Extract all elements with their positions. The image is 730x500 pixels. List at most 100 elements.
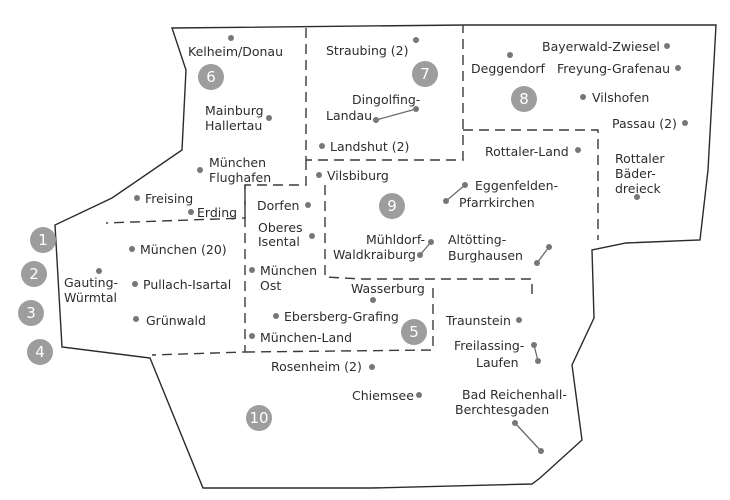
place-muenchen-20: München (20) [129,242,227,257]
place-straubing: Straubing (2) [326,37,419,58]
svg-text:Burghausen: Burghausen [448,248,523,263]
map-outline [54,24,717,489]
place-oberes-isental: Oberes Isental [258,220,315,249]
svg-text:Chiemsee: Chiemsee [352,388,414,403]
place-altoetting-burghausen: Altötting- Burghausen [448,232,552,266]
place-vilsbiburg: Vilsbiburg [316,168,389,183]
place-rottaler-land: Rottaler-Land [485,144,581,159]
svg-text:Grünwald: Grünwald [146,313,206,328]
svg-text:Freising: Freising [145,191,193,206]
svg-text:9: 9 [387,197,397,215]
svg-text:Bad Reichenhall-: Bad Reichenhall- [462,387,567,402]
svg-text:dreieck: dreieck [615,181,662,196]
svg-text:Landshut (2): Landshut (2) [330,139,409,154]
svg-text:München: München [209,155,266,170]
svg-text:München (20): München (20) [140,242,227,257]
svg-text:4: 4 [35,343,45,361]
place-gauting-wuermtal: Gauting- Würmtal [64,268,118,305]
place-bad-reichenhall-berchtesgaden: Bad Reichenhall- Berchtesgaden [455,387,567,454]
svg-text:Landau: Landau [326,108,372,123]
svg-text:Rosenheim (2): Rosenheim (2) [271,359,362,374]
place-passau: Passau (2) [612,116,688,131]
region-number-6: 6 [198,64,224,90]
place-mainburg: Mainburg Hallertau [205,103,272,133]
svg-text:Dorfen: Dorfen [257,198,299,213]
side-number-4: 4 [27,339,53,365]
place-rottaler-baeder-dreieck: Rottaler Bäder- dreieck [615,151,665,200]
place-deggendorf: Deggendorf [471,52,546,76]
svg-text:Oberes: Oberes [258,220,303,235]
svg-text:Kelheim/Donau: Kelheim/Donau [188,44,283,59]
svg-text:Pullach-Isartal: Pullach-Isartal [143,277,231,292]
place-wasserburg: Wasserburg [351,281,425,303]
place-eggenfelden-pfarrkirchen: Eggenfelden- Pfarrkirchen [443,178,558,210]
svg-text:2: 2 [29,265,39,283]
svg-text:Berchtesgaden: Berchtesgaden [455,402,549,417]
svg-text:3: 3 [26,304,36,322]
svg-text:Deggendorf: Deggendorf [471,61,546,76]
svg-text:Altötting-: Altötting- [448,232,506,247]
svg-text:8: 8 [519,90,529,108]
svg-text:Rottaler: Rottaler [615,151,665,166]
svg-text:Freilassing-: Freilassing- [454,338,524,353]
region-number-5: 5 [401,319,427,345]
place-rosenheim: Rosenheim (2) [271,359,375,374]
svg-text:Traunstein: Traunstein [445,313,511,328]
svg-text:Bäder-: Bäder- [615,166,656,181]
svg-text:7: 7 [420,65,430,83]
svg-text:München-Land: München-Land [260,330,352,345]
place-landshut: Landshut (2) [319,139,409,154]
place-dorfen: Dorfen [257,198,311,213]
svg-text:Passau (2): Passau (2) [612,116,677,131]
svg-text:Flughafen: Flughafen [209,170,271,185]
region-number-7: 7 [412,61,438,87]
place-muenchen-land: München-Land [249,330,352,345]
svg-text:Erding: Erding [197,205,237,220]
svg-text:Wasserburg: Wasserburg [351,281,425,296]
svg-text:München: München [260,263,317,278]
region-number-10: 10 [246,405,272,431]
svg-text:Hallertau: Hallertau [205,118,262,133]
svg-text:Vilsbiburg: Vilsbiburg [327,168,389,183]
place-erding: Erding [188,205,237,220]
svg-text:Eggenfelden-: Eggenfelden- [475,178,558,193]
svg-text:Mainburg: Mainburg [205,103,264,118]
place-bayerwald-zwiesel: Bayerwald-Zwiesel [542,39,670,54]
place-pullach-isartal: Pullach-Isartal [132,277,231,292]
svg-text:Bayerwald-Zwiesel: Bayerwald-Zwiesel [542,39,660,54]
svg-text:Waldkraiburg: Waldkraiburg [333,247,416,262]
svg-text:Straubing (2): Straubing (2) [326,43,409,58]
svg-text:Freyung-Grafenau: Freyung-Grafenau [557,61,670,76]
svg-text:Isental: Isental [258,234,300,249]
place-kelheim: Kelheim/Donau [188,35,283,59]
svg-text:Mühldorf-: Mühldorf- [366,232,425,247]
side-number-2: 2 [21,261,47,287]
place-muehldorf-waldkraiburg: Mühldorf- Waldkraiburg [333,232,434,262]
svg-text:1: 1 [38,231,48,249]
side-number-1: 1 [30,227,56,253]
place-chiemsee: Chiemsee [352,388,422,403]
svg-text:Gauting-: Gauting- [64,275,118,290]
region-number-9: 9 [379,193,405,219]
svg-text:Ost: Ost [260,278,281,293]
svg-text:Laufen: Laufen [476,355,519,370]
place-ebersberg-grafing: Ebersberg-Grafing [273,309,399,324]
place-traunstein: Traunstein [445,313,522,328]
svg-text:6: 6 [206,68,216,86]
place-freising: Freising [134,191,193,206]
place-dingolfing-landau: Dingolfing- Landau [326,92,420,123]
place-freilassing-laufen: Freilassing- Laufen [454,338,541,370]
svg-text:5: 5 [409,323,419,341]
svg-text:Rottaler-Land: Rottaler-Land [485,144,569,159]
place-muenchen-flughafen: München Flughafen [197,155,271,185]
place-vilshofen: Vilshofen [580,90,649,105]
svg-text:Würmtal: Würmtal [64,290,117,305]
district-boundaries [105,25,599,356]
place-freyung-grafenau: Freyung-Grafenau [557,61,681,76]
svg-text:Dingolfing-: Dingolfing- [352,92,420,107]
place-muenchen-ost: München Ost [249,263,317,293]
svg-text:Ebersberg-Grafing: Ebersberg-Grafing [284,309,399,324]
svg-text:Vilshofen: Vilshofen [592,90,649,105]
svg-text:10: 10 [249,409,268,427]
